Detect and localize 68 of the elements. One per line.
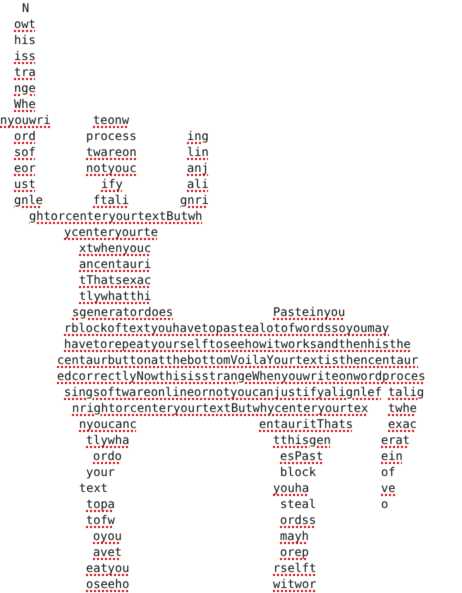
text-fragment: iss xyxy=(14,49,36,63)
text-fragment: youha xyxy=(273,481,310,495)
text-fragment: gnle xyxy=(14,193,43,207)
text-fragment: rselft xyxy=(273,561,316,575)
text-fragment: orep xyxy=(280,545,309,559)
text-fragment: gnri xyxy=(180,193,209,207)
text-fragment: singsoftwareonlineornotyoucanjustifyalignlef xyxy=(64,385,382,399)
text-fragment: eor xyxy=(14,161,36,175)
text-fragment: ve xyxy=(381,481,396,495)
text-fragment: o xyxy=(381,497,388,511)
text-fragment: ftali xyxy=(93,193,130,207)
text-fragment: edcorrectlyNowthisisstrangeWhenyouwriteonwordproces xyxy=(57,369,426,383)
text-fragment: ycenteryourte xyxy=(64,225,158,239)
text-fragment: tthisgen xyxy=(273,433,331,447)
text-fragment: his xyxy=(14,33,36,47)
text-fragment: ancentauri xyxy=(79,257,152,271)
text-fragment: eatyou xyxy=(86,561,130,575)
text-fragment: topa xyxy=(86,497,115,511)
text-fragment: rblockoftextyouhavetopastealotofwordssoyoumay xyxy=(64,321,390,335)
text-fragment: lin xyxy=(187,145,209,159)
text-fragment: sof xyxy=(14,145,36,159)
text-fragment: centaurbuttonatthebottomVoilaYourtextisthencentaur xyxy=(57,353,418,367)
text-fragment: anj xyxy=(187,161,209,175)
text-fragment: tofw xyxy=(86,513,115,527)
text-fragment: esPast xyxy=(280,449,324,463)
text-fragment: ing xyxy=(187,129,209,143)
text-fragment: avet xyxy=(93,545,122,559)
text-fragment: owt xyxy=(14,17,36,31)
text-fragment: nyouwri xyxy=(0,113,51,127)
text-fragment: tlywha xyxy=(86,433,130,447)
text-fragment: of xyxy=(381,465,396,479)
text-fragment: ali xyxy=(187,177,209,191)
text-fragment: entauritThats xyxy=(259,417,353,431)
text-fragment: ordo xyxy=(93,449,122,463)
text-fragment: erat xyxy=(381,433,410,447)
text-fragment: ghtorcenteryourtextButwh xyxy=(29,209,202,223)
text-fragment: witwor xyxy=(273,577,316,591)
text-fragment: your xyxy=(86,465,115,479)
text-fragment: nge xyxy=(14,81,36,95)
text-fragment: nyoucanc xyxy=(79,417,137,431)
text-fragment: block xyxy=(280,465,316,479)
text-fragment: ein xyxy=(381,449,403,463)
text-fragment: twhe xyxy=(388,401,417,415)
text-fragment: xtwhenyouc xyxy=(79,241,152,255)
text-fragment: mayh xyxy=(280,529,309,543)
text-fragment: nrightorcenteryourtextButwhycenteryourtex xyxy=(72,401,368,415)
text-fragment: ordss xyxy=(280,513,316,527)
text-fragment: tra xyxy=(14,65,36,79)
text-fragment: exac xyxy=(388,417,417,431)
text-fragment: talig xyxy=(388,385,424,399)
text-fragment: notyouc xyxy=(86,161,137,175)
text-fragment: oseeho xyxy=(86,577,130,591)
text-fragment: ord xyxy=(14,129,36,143)
text-fragment: ify xyxy=(101,177,123,191)
text-fragment: steal xyxy=(280,497,316,511)
text-fragment: N xyxy=(22,1,30,15)
text-fragment: text xyxy=(79,481,108,495)
text-fragment: Whe xyxy=(14,97,36,111)
text-fragment: Pasteinyou xyxy=(273,305,346,319)
text-fragment: process xyxy=(86,129,137,143)
text-fragment: twareon xyxy=(86,145,137,159)
text-fragment: oyou xyxy=(93,529,122,543)
text-fragment: sgeneratordoes xyxy=(72,305,174,319)
text-fragment: tThatsexac xyxy=(79,273,152,287)
text-fragment: teonw xyxy=(93,113,130,127)
text-fragment: ust xyxy=(14,177,36,191)
text-fragment: havetorepeatyourselftoseehowitworksandthenhisthe xyxy=(64,337,411,351)
text-fragment: tlywhatthi xyxy=(79,289,152,303)
